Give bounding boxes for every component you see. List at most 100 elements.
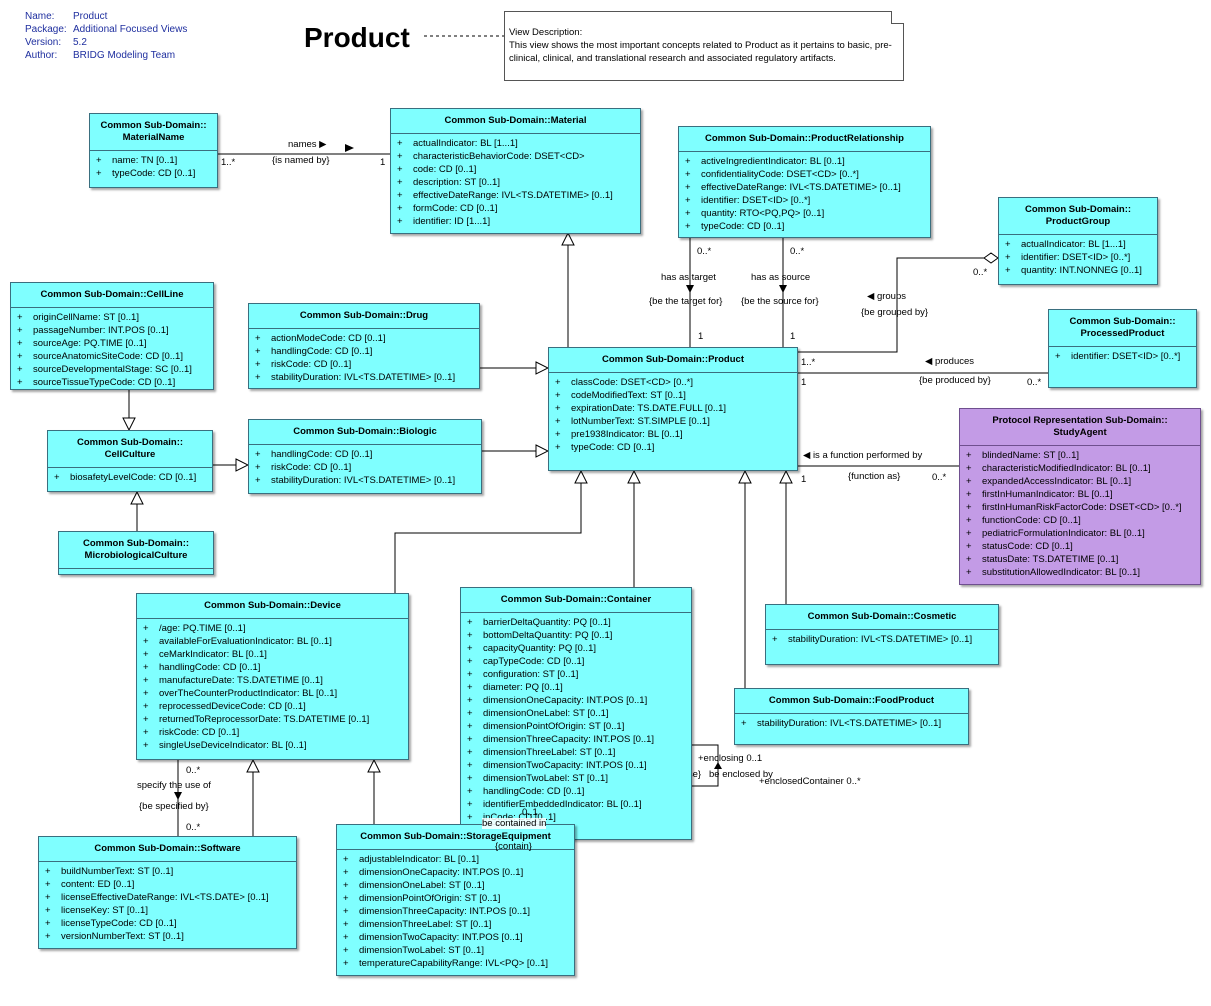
class-productrelationship[interactable]: Common Sub-Domain::ProductRelationship+a… [678, 126, 931, 238]
attribute-row: +dimensionTwoCapacity: INT.POS [0..1] [337, 931, 574, 944]
class-processedproduct[interactable]: Common Sub-Domain::ProcessedProduct+iden… [1048, 309, 1197, 388]
class-attributes: +adjustableIndicator: BL [0..1]+dimensio… [337, 850, 574, 973]
attribute-row: +firstInHumanRiskFactorCode: DSET<CD> [0… [960, 501, 1200, 514]
arrow-has-target [686, 285, 694, 293]
visibility-marker: + [467, 656, 473, 667]
class-title-line: Common Sub-Domain:: [1024, 204, 1132, 215]
visibility-marker: + [772, 634, 778, 645]
visibility-marker: + [343, 945, 349, 956]
note-text: This view shows the most important conce… [509, 40, 892, 64]
attribute-text: passageNumber: INT.POS [0..1] [33, 325, 169, 336]
class-attributes: +identifier: DSET<ID> [0..*] [1049, 347, 1196, 366]
label-be-specified-by: {be specified by} [139, 801, 209, 812]
mult-processedproduct: 0..* [1027, 377, 1042, 388]
visibility-marker: + [17, 351, 23, 362]
attribute-row: +actionModeCode: CD [0..1] [249, 332, 479, 345]
attribute-row: +sourceAnatomicSiteCode: CD [0..1] [11, 350, 213, 363]
visibility-marker: + [685, 169, 691, 180]
label-names: names ▶ [288, 139, 327, 150]
visibility-marker: + [343, 906, 349, 917]
class-storageequipment[interactable]: Common Sub-Domain::StorageEquipment+adju… [336, 824, 575, 976]
attribute-row: +riskCode: CD [0..1] [137, 726, 408, 739]
class-software[interactable]: Common Sub-Domain::Software+buildNumberT… [38, 836, 297, 949]
visibility-marker: + [397, 177, 403, 188]
attribute-text: dimensionOneLabel: ST [0..1] [483, 708, 609, 719]
visibility-marker: + [467, 630, 473, 641]
visibility-marker: + [1005, 252, 1011, 263]
class-material[interactable]: Common Sub-Domain::Material+actualIndica… [390, 108, 641, 234]
attribute-text: versionNumberText: ST [0..1] [61, 931, 184, 942]
attribute-row: +reprocessedDeviceCode: CD [0..1] [137, 700, 408, 713]
visibility-marker: + [467, 682, 473, 693]
class-cellline[interactable]: Common Sub-Domain::CellLine+originCellNa… [10, 282, 214, 390]
visibility-marker: + [555, 442, 561, 453]
attribute-row: + temperatureCapabilityRange: IVL<PQ> [0.… [337, 957, 574, 970]
visibility-marker: + [143, 714, 149, 725]
attribute-row: +typeCode: CD [0..1] [90, 167, 217, 180]
visibility-marker: + [685, 156, 691, 167]
visibility-marker: + [685, 208, 691, 219]
assoc-groups [798, 257, 984, 353]
attribute-text: effectiveDateRange: IVL<TS.DATETIME> [0.… [413, 190, 613, 201]
attribute-row: +pediatricFormulationIndicator: BL [0..1… [960, 527, 1200, 540]
attribute-text: quantity: INT.NONNEG [0..1] [1021, 265, 1142, 276]
attribute-row: +stabilityDuration: IVL<TS.DATETIME> [0.… [249, 371, 479, 384]
mult-target-product: 1 [698, 331, 704, 342]
class-header: Common Sub-Domain::Container [461, 588, 691, 613]
label-function-performed: ◀ is a function performed by [803, 450, 923, 461]
class-attributes: +buildNumberText: ST [0..1]+content: ED … [39, 862, 296, 946]
class-studyagent[interactable]: Protocol Representation Sub-Domain::Stud… [959, 408, 1201, 585]
class-cellculture[interactable]: Common Sub-Domain::CellCulture+biosafety… [47, 430, 213, 492]
attribute-text: stabilityDuration: IVL<TS.DATETIME> [0..… [271, 475, 456, 486]
class-microbiologicalculture[interactable]: Common Sub-Domain::MicrobiologicalCultur… [58, 531, 214, 575]
arrow-has-source [779, 285, 787, 293]
label-enclosing: +enclosing 0..1 [698, 753, 763, 764]
mult-materialname: 1..* [221, 157, 236, 168]
class-title-line: Common Sub-Domain::Material [444, 115, 587, 126]
visibility-marker: + [467, 721, 473, 732]
visibility-marker: + [17, 325, 23, 336]
class-foodproduct[interactable]: Common Sub-Domain::FoodProduct+stability… [734, 688, 969, 745]
visibility-marker: + [397, 216, 403, 227]
class-title-line: CellCulture [104, 449, 156, 460]
attribute-row: +dimensionThreeCapacity: INT.POS [0..1] [461, 733, 691, 746]
attribute-text: riskCode: CD [0..1] [271, 359, 352, 370]
class-device[interactable]: Common Sub-Domain::Device+/age: PQ.TIME … [136, 593, 409, 760]
label-specify-use: specify the use of [137, 780, 211, 791]
class-title-line: Common Sub-Domain::FoodProduct [768, 695, 935, 706]
class-title-line: Common Sub-Domain::Container [500, 594, 652, 605]
view-description-note[interactable]: View Description: This view shows the mo… [504, 11, 904, 81]
visibility-marker: + [966, 463, 972, 474]
note-heading: View Description: [509, 27, 583, 38]
attribute-row: +bottomDeltaQuantity: PQ [0..1] [461, 629, 691, 642]
class-title-line: Common Sub-Domain::ProductRelationship [705, 133, 904, 144]
attribute-text: firstInHumanIndicator: BL [0..1] [982, 489, 1113, 500]
visibility-marker: + [343, 958, 349, 969]
attribute-text: licenseKey: ST [0..1] [61, 905, 148, 916]
class-drug[interactable]: Common Sub-Domain::Drug+actionModeCode: … [248, 303, 480, 389]
attribute-row: +dimensionTwoCapacity: INT.POS [0..1] [461, 759, 691, 772]
attribute-row: +effectiveDateRange: IVL<TS.DATETIME> [0… [391, 189, 640, 202]
class-cosmetic[interactable]: Common Sub-Domain::Cosmetic+stabilityDur… [765, 604, 999, 665]
attribute-text: temperatureCapabilityRange: IVL<PQ> [0..… [359, 958, 549, 969]
label-be-contained-in: be contained in [482, 818, 547, 829]
label-groups: ◀ groups [867, 291, 906, 302]
class-materialname[interactable]: Common Sub-Domain::MaterialName+name: TN… [89, 113, 218, 188]
class-title-line: Common Sub-Domain::CellLine [40, 289, 184, 300]
arrow-names [345, 144, 354, 152]
attribute-text: capTypeCode: CD [0..1] [483, 656, 585, 667]
note-folded-corner [891, 11, 904, 24]
attribute-row: +code: CD [0..1] [391, 163, 640, 176]
visibility-marker: + [17, 338, 23, 349]
label-be-enclosed-by: be enclosed by [709, 769, 773, 780]
attribute-text: riskCode: CD [0..1] [271, 462, 352, 473]
class-container[interactable]: Common Sub-Domain::Container+barrierDelt… [460, 587, 692, 840]
attribute-text: dimensionPointOfOrigin: ST [0..1] [483, 721, 625, 732]
attribute-text: configuration: ST [0..1] [483, 669, 579, 680]
class-biologic[interactable]: Common Sub-Domain::Biologic+handlingCode… [248, 419, 482, 494]
class-title-line: Common Sub-Domain::Drug [299, 310, 429, 321]
class-product[interactable]: Common Sub-Domain::Product+classCode: DS… [548, 347, 798, 471]
class-productgroup[interactable]: Common Sub-Domain::ProductGroup+actualIn… [998, 197, 1158, 285]
visibility-marker: + [397, 138, 403, 149]
attribute-row: +identifier: DSET<ID> [0..*] [679, 194, 930, 207]
